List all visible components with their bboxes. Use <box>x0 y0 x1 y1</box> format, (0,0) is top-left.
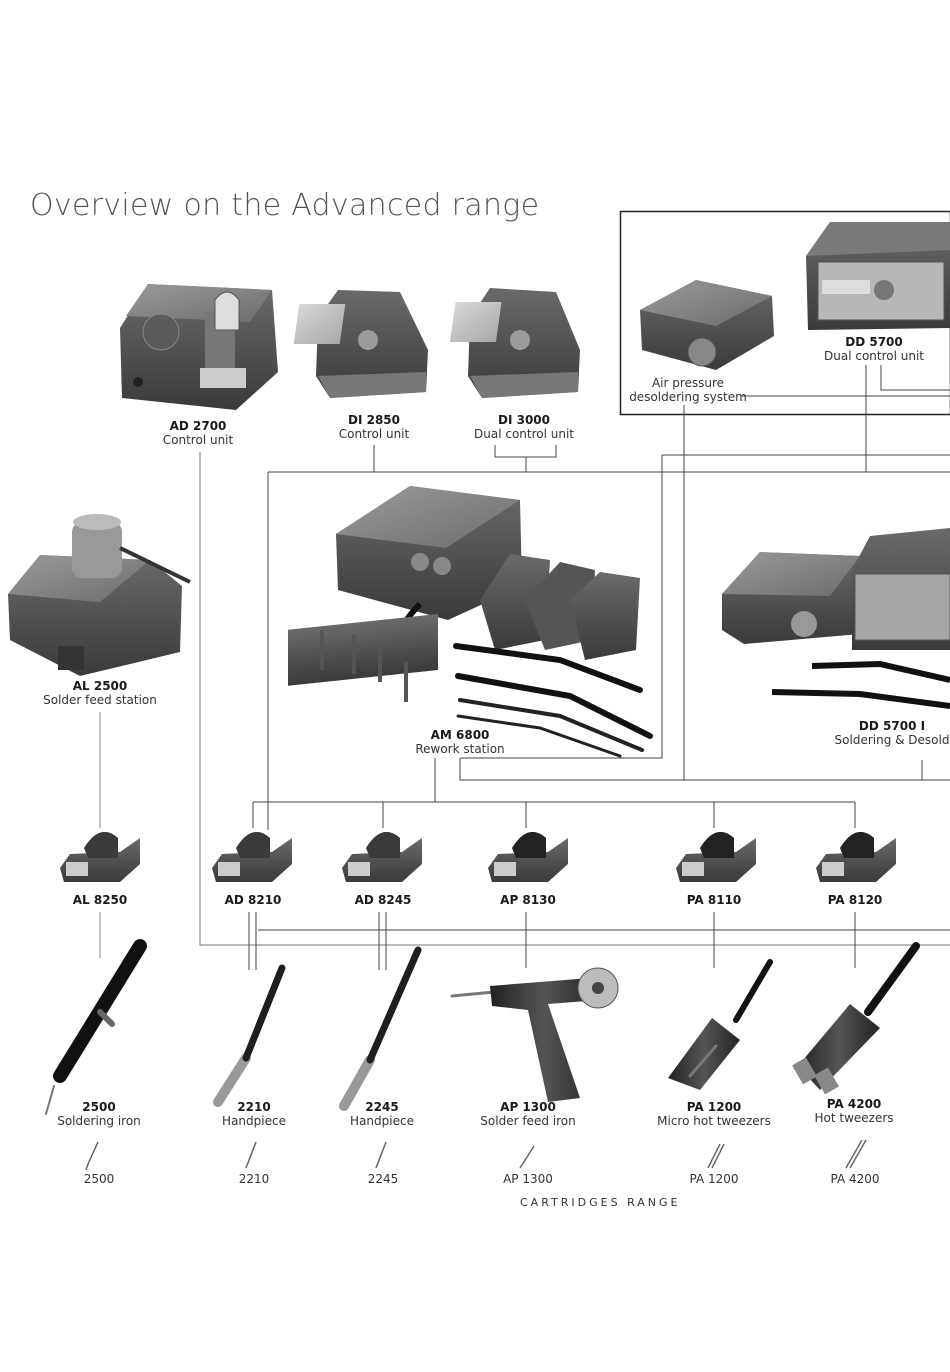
stand-label-al8250: AL 8250 <box>72 893 128 907</box>
cartridge-label-pa4200: PA 4200 <box>830 1172 880 1186</box>
page-title: Overview on the Advanced range <box>30 188 540 223</box>
di3000-code: DI 3000 <box>497 413 551 427</box>
air-pressure-line2: desoldering system <box>629 390 747 404</box>
di2850-label: DI 2850 Control unit <box>339 413 409 441</box>
cartridge-label-pa1200: PA 1200 <box>689 1172 739 1186</box>
stand-pa8120-image <box>816 831 896 882</box>
tool-pa4200-image <box>792 942 920 1095</box>
am6800-desc: Rework station <box>415 742 505 756</box>
tool-2245-image <box>339 946 422 1111</box>
di2850-code: DI 2850 <box>347 413 401 427</box>
tool-label-2245: 2245 Handpiece <box>350 1100 414 1128</box>
cartridges-range-caption: CARTRIDGES RANGE <box>520 1196 681 1209</box>
connector-lines <box>99 210 950 970</box>
dd5700k-station-image <box>722 528 950 709</box>
air-pressure-line1: Air pressure <box>651 376 725 390</box>
dd5700-unit-image <box>806 222 950 330</box>
cartridge-label-ap1300: AP 1300 <box>503 1172 553 1186</box>
tool-pa1200-image <box>668 959 773 1090</box>
ad2700-desc: Control unit <box>162 433 234 447</box>
stand-label-ad8210: AD 8210 <box>224 893 282 907</box>
stand-label-pa8120: PA 8120 <box>827 893 883 907</box>
al2500-desc: Solder feed station <box>43 693 157 707</box>
cartridge-label-2500: 2500 <box>83 1172 115 1186</box>
al2500-station-image <box>8 514 191 676</box>
tool-label-ap1300: AP 1300 Solder feed iron <box>480 1100 576 1128</box>
stand-ap8130-image <box>488 831 568 882</box>
stand-ad8245-image <box>342 831 422 882</box>
dd5700-label: DD 5700 Dual control unit <box>824 335 924 363</box>
stand-ad8210-image <box>212 831 292 882</box>
tool-label-pa1200: PA 1200 Micro hot tweezers <box>657 1100 771 1128</box>
di3000-label: DI 3000 Dual control unit <box>474 413 574 441</box>
cartridge-label-2245: 2245 <box>367 1172 399 1186</box>
ad2700-unit-image <box>120 284 278 410</box>
al2500-code: AL 2500 <box>72 679 128 693</box>
ad2700-label: AD 2700 Control unit <box>163 419 233 447</box>
dd5700-desc: Dual control unit <box>823 349 925 363</box>
dd5700k-desc: Soldering & Desold <box>834 733 950 747</box>
ad2700-code: AD 2700 <box>169 419 227 433</box>
di3000-desc: Dual control unit <box>473 427 575 441</box>
tool-label-2500: 2500 Soldering iron <box>57 1100 141 1128</box>
stand-pa8110-image <box>676 831 756 882</box>
dd5700k-code: DD 5700 I <box>858 719 926 733</box>
cartridge-tip-images <box>85 1139 867 1171</box>
stand-images <box>60 831 896 882</box>
am6800-label: AM 6800 Rework station <box>415 728 504 756</box>
stand-label-ap8130: AP 8130 <box>500 893 556 907</box>
tool-label-pa4200: PA 4200 Hot tweezers <box>814 1097 894 1125</box>
stand-label-ad8245: AD 8245 <box>354 893 412 907</box>
tool-2210-image <box>213 964 286 1107</box>
tool-ap1300-image <box>450 967 619 1102</box>
tool-images <box>45 939 920 1115</box>
air-pressure-unit-image <box>640 280 774 370</box>
am6800-code: AM 6800 <box>430 728 490 742</box>
cartridge-label-2210: 2210 <box>238 1172 270 1186</box>
dd5700-code: DD 5700 <box>845 335 903 349</box>
di3000-unit-image <box>449 288 580 398</box>
al2500-label: AL 2500 Solder feed station <box>43 679 157 707</box>
air-pressure-label: Air pressure desoldering system <box>629 376 747 404</box>
di2850-unit-image <box>293 290 428 398</box>
di2850-desc: Control unit <box>338 427 410 441</box>
am6800-stands-image <box>480 554 640 660</box>
stand-al8250-image <box>60 831 140 882</box>
am6800-station-image <box>288 486 653 758</box>
stand-label-pa8110: PA 8110 <box>686 893 742 907</box>
dd5700k-label: DD 5700 I Soldering & Desold <box>835 719 950 747</box>
tool-label-2210: 2210 Handpiece <box>222 1100 286 1128</box>
tool-2500-image <box>45 939 147 1115</box>
